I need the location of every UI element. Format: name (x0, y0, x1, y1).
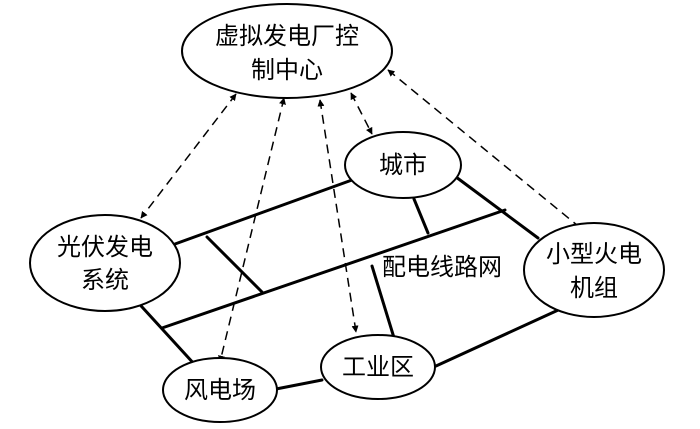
thermal-unit-label-line2: 机组 (570, 274, 618, 302)
grid-line-industrial-thermal (434, 304, 569, 368)
grid-line-network-industrial (370, 264, 397, 343)
node-control-center: 虚拟发电厂控 制中心 (181, 3, 393, 99)
grid-line-branch-a (205, 235, 264, 294)
pv-system-label-line2: 系统 (81, 266, 129, 294)
node-industrial-zone: 工业区 (320, 334, 436, 400)
communication-links (140, 69, 584, 363)
network-label: 配电线路网 (382, 253, 502, 281)
comm-link-wind (218, 97, 286, 363)
city-label: 城市 (379, 151, 427, 179)
pv-system-label-line1: 光伏发电 (57, 233, 153, 261)
node-wind-farm: 风电场 (162, 357, 278, 423)
city-shape (344, 131, 462, 199)
grid-line-pv-city (173, 178, 354, 246)
wind-farm-label: 风电场 (184, 376, 256, 404)
grid-line-wind-industrial (274, 378, 324, 391)
thermal-unit-shape (523, 222, 665, 318)
industrial-zone-shape (320, 334, 436, 400)
node-pv-system: 光伏发电 系统 (29, 214, 181, 312)
grid-line-city-thermal (454, 175, 540, 240)
pv-system-shape (29, 214, 181, 312)
control-center-label-line2: 制中心 (251, 56, 323, 84)
control-center-label-line1: 虚拟发电厂控 (215, 22, 359, 50)
industrial-zone-label: 工业区 (342, 353, 414, 381)
grid-line-branch-b (412, 197, 430, 235)
control-center-shape (181, 3, 393, 99)
thermal-unit-label-line1: 小型火电 (546, 240, 642, 268)
comm-link-pv (140, 93, 237, 219)
grid-line-pv-wind (130, 294, 198, 368)
comm-link-city (350, 92, 373, 135)
comm-link-thermal (387, 69, 584, 231)
node-thermal-unit: 小型火电 机组 (523, 222, 665, 318)
wind-farm-shape (162, 357, 278, 423)
comm-link-industrial (317, 99, 359, 333)
node-city: 城市 (344, 131, 462, 199)
